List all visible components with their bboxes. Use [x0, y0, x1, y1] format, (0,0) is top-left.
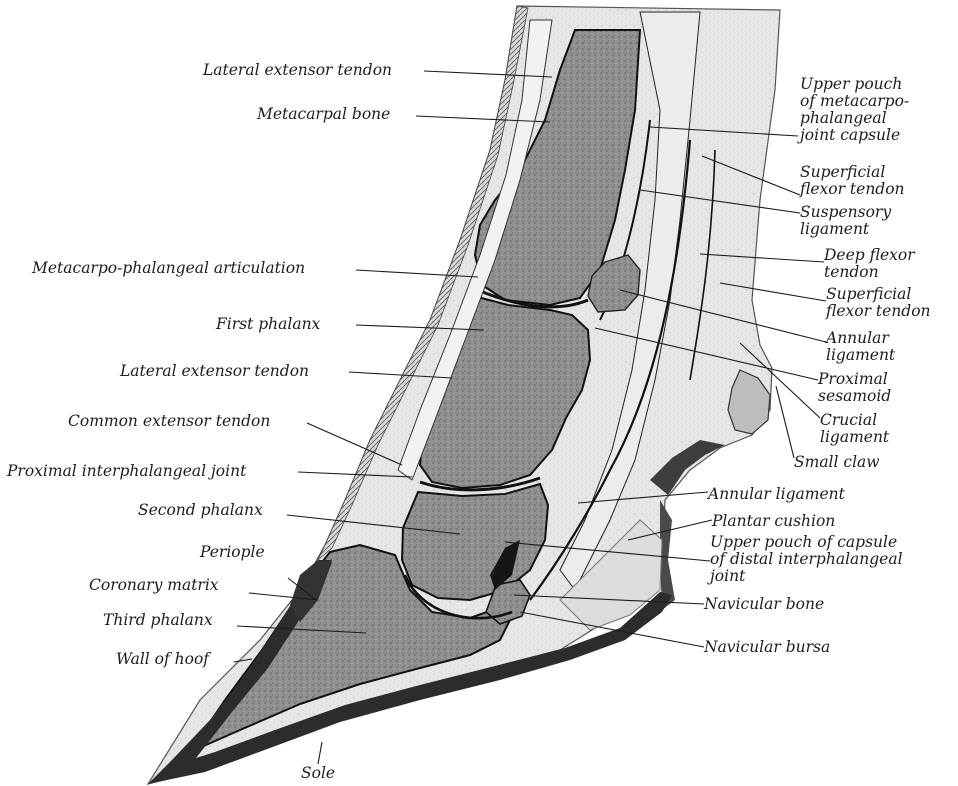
label-annular-ligament-top: Annular ligament	[826, 330, 895, 364]
label-plantar-cushion: Plantar cushion	[712, 513, 835, 530]
label-navicular-bursa: Navicular bursa	[704, 639, 830, 656]
label-line: Annular	[826, 330, 895, 347]
label-lateral-extensor-tendon-top: Lateral extensor tendon	[203, 62, 392, 79]
label-line: phalangeal	[800, 110, 909, 127]
label-line: ligament	[800, 221, 891, 238]
label-sole: Sole	[301, 765, 335, 782]
label-line: Crucial	[820, 412, 889, 429]
label-suspensory-ligament: Suspensory ligament	[800, 204, 891, 238]
label-line: Proximal	[818, 371, 891, 388]
label-proximal-interphalangeal-joint: Proximal interphalangeal joint	[7, 463, 246, 480]
label-superficial-flexor-tendon-low: Superficial flexor tendon	[826, 286, 931, 320]
label-navicular-bone: Navicular bone	[704, 596, 824, 613]
label-line: ligament	[826, 347, 895, 364]
label-crucial-ligament: Crucial ligament	[820, 412, 889, 446]
label-line: sesamoid	[818, 388, 891, 405]
label-lateral-extensor-tendon-mid: Lateral extensor tendon	[120, 363, 309, 380]
label-first-phalanx: First phalanx	[216, 316, 320, 333]
label-line: Upper pouch of capsule	[710, 534, 903, 551]
label-periople: Periople	[200, 544, 265, 561]
label-upper-pouch-mcp: Upper pouch of metacarpo- phalangeal joi…	[800, 76, 909, 144]
label-upper-pouch-distal: Upper pouch of capsule of distal interph…	[710, 534, 903, 585]
label-line: of metacarpo-	[800, 93, 909, 110]
label-coronary-matrix: Coronary matrix	[89, 577, 219, 594]
label-line: Superficial	[800, 164, 905, 181]
label-line: Deep flexor	[824, 247, 915, 264]
label-common-extensor-tendon: Common extensor tendon	[68, 413, 270, 430]
label-proximal-sesamoid: Proximal sesamoid	[818, 371, 891, 405]
label-small-claw: Small claw	[794, 454, 880, 471]
label-line: tendon	[824, 264, 915, 281]
label-superficial-flexor-tendon-top: Superficial flexor tendon	[800, 164, 905, 198]
label-line: ligament	[820, 429, 889, 446]
label-annular-ligament-low: Annular ligament	[708, 486, 845, 503]
label-line: joint	[710, 568, 903, 585]
label-second-phalanx: Second phalanx	[138, 502, 263, 519]
label-line: Upper pouch	[800, 76, 909, 93]
label-line: flexor tendon	[826, 303, 931, 320]
label-line: flexor tendon	[800, 181, 905, 198]
label-metacarpal-bone: Metacarpal bone	[257, 106, 390, 123]
label-metacarpo-phalangeal-articulation: Metacarpo-phalangeal articulation	[32, 260, 305, 277]
label-third-phalanx: Third phalanx	[103, 612, 213, 629]
label-deep-flexor-tendon: Deep flexor tendon	[824, 247, 915, 281]
label-line: of distal interphalangeal	[710, 551, 903, 568]
label-line: joint capsule	[800, 127, 909, 144]
label-line: Superficial	[826, 286, 931, 303]
label-line: Suspensory	[800, 204, 891, 221]
label-wall-of-hoof: Wall of hoof	[116, 651, 209, 668]
